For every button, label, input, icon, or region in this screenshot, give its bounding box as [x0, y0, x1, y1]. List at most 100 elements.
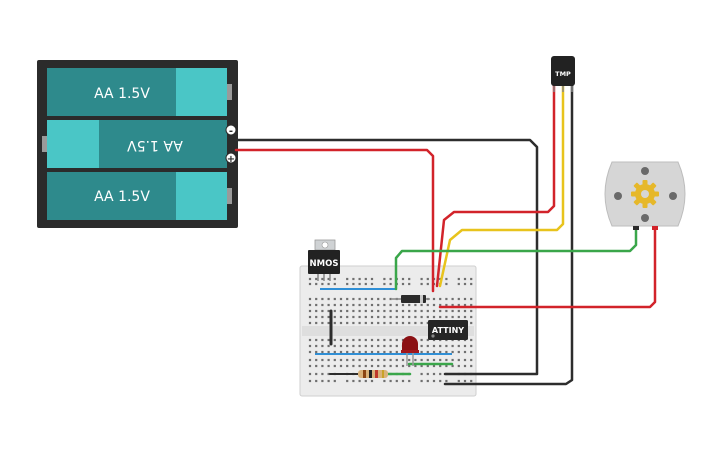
breadboard-hole[interactable]	[463, 364, 467, 368]
breadboard-hole[interactable]	[445, 303, 448, 307]
breadboard-hole[interactable]	[352, 315, 355, 319]
breadboard-hole[interactable]	[439, 315, 442, 319]
breadboard-hole[interactable]	[395, 358, 398, 362]
breadboard-hole[interactable]	[377, 350, 380, 354]
breadboard-hole[interactable]	[321, 277, 324, 281]
breadboard-hole[interactable]	[315, 364, 318, 368]
breadboard-hole[interactable]	[445, 364, 448, 368]
breadboard-hole[interactable]	[463, 315, 467, 319]
breadboard-hole[interactable]	[333, 358, 336, 362]
breadboard-hole[interactable]	[457, 379, 460, 383]
breadboard-hole[interactable]	[377, 344, 380, 348]
breadboard-hole[interactable]	[327, 277, 330, 281]
breadboard-hole[interactable]	[364, 350, 367, 354]
breadboard-hole[interactable]	[352, 297, 355, 301]
breadboard-hole[interactable]	[333, 303, 336, 307]
breadboard-hole[interactable]	[364, 344, 367, 348]
breadboard-hole[interactable]	[463, 282, 467, 286]
breadboard-hole[interactable]	[308, 372, 312, 376]
breadboard-hole[interactable]	[420, 282, 423, 286]
breadboard-hole[interactable]	[470, 282, 473, 286]
breadboard-hole[interactable]	[426, 309, 429, 313]
breadboard-hole[interactable]	[321, 344, 324, 348]
breadboard-hole[interactable]	[358, 338, 361, 342]
breadboard-hole[interactable]	[451, 303, 454, 307]
breadboard-hole[interactable]	[377, 309, 380, 313]
battery-terminal-minus[interactable]: -	[225, 124, 237, 137]
breadboard-hole[interactable]	[339, 309, 343, 313]
breadboard-hole[interactable]	[308, 338, 312, 342]
breadboard-hole[interactable]	[364, 379, 367, 383]
breadboard-hole[interactable]	[395, 315, 398, 319]
breadboard-hole[interactable]	[408, 315, 411, 319]
breadboard-hole[interactable]	[395, 303, 398, 307]
breadboard-hole[interactable]	[408, 321, 411, 325]
breadboard-hole[interactable]	[377, 364, 380, 368]
diode[interactable]	[392, 295, 430, 303]
breadboard-hole[interactable]	[383, 344, 386, 348]
breadboard-hole[interactable]	[439, 303, 442, 307]
breadboard-hole[interactable]	[470, 364, 473, 368]
breadboard-hole[interactable]	[463, 277, 467, 281]
breadboard-hole[interactable]	[451, 344, 454, 348]
breadboard-hole[interactable]	[383, 282, 386, 286]
breadboard-hole[interactable]	[445, 315, 448, 319]
breadboard-hole[interactable]	[389, 315, 392, 319]
breadboard-hole[interactable]	[457, 309, 460, 313]
breadboard-hole[interactable]	[339, 297, 343, 301]
breadboard-hole[interactable]	[420, 277, 423, 281]
breadboard-hole[interactable]	[470, 297, 473, 301]
breadboard-hole[interactable]	[389, 338, 392, 342]
breadboard-hole[interactable]	[358, 364, 361, 368]
breadboard-hole[interactable]	[333, 364, 336, 368]
breadboard-hole[interactable]	[445, 309, 448, 313]
breadboard-hole[interactable]	[432, 344, 436, 348]
breadboard-hole[interactable]	[370, 338, 374, 342]
breadboard-hole[interactable]	[463, 297, 467, 301]
breadboard-hole[interactable]	[426, 372, 429, 376]
breadboard-hole[interactable]	[346, 358, 349, 362]
breadboard-hole[interactable]	[408, 364, 411, 368]
breadboard-hole[interactable]	[358, 309, 361, 313]
breadboard-hole[interactable]	[426, 321, 429, 325]
breadboard-hole[interactable]	[439, 350, 442, 354]
breadboard-hole[interactable]	[408, 309, 411, 313]
breadboard-hole[interactable]	[432, 309, 436, 313]
breadboard-hole[interactable]	[383, 338, 386, 342]
breadboard-hole[interactable]	[370, 315, 374, 319]
breadboard-hole[interactable]	[463, 309, 467, 313]
breadboard-hole[interactable]	[395, 364, 398, 368]
breadboard-hole[interactable]	[358, 358, 361, 362]
red-led[interactable]	[401, 336, 419, 366]
breadboard-hole[interactable]	[321, 350, 324, 354]
dc-motor[interactable]	[604, 161, 686, 230]
breadboard-hole[interactable]	[439, 379, 442, 383]
breadboard-hole[interactable]	[408, 303, 411, 307]
breadboard-hole[interactable]	[420, 309, 423, 313]
breadboard-hole[interactable]	[364, 338, 367, 342]
breadboard-hole[interactable]	[420, 364, 423, 368]
breadboard-hole[interactable]	[364, 309, 367, 313]
breadboard-hole[interactable]	[358, 344, 361, 348]
breadboard-hole[interactable]	[308, 350, 312, 354]
breadboard-hole[interactable]	[470, 338, 473, 342]
breadboard-hole[interactable]	[420, 358, 423, 362]
temperature-sensor[interactable]: TMP	[551, 56, 575, 92]
breadboard-hole[interactable]	[395, 309, 398, 313]
nmos-transistor[interactable]: NMOS	[308, 239, 340, 281]
breadboard-hole[interactable]	[414, 364, 417, 368]
wire-sensor-ground[interactable]	[443, 84, 574, 386]
breadboard-hole[interactable]	[370, 379, 374, 383]
breadboard-hole[interactable]	[315, 315, 318, 319]
breadboard-hole[interactable]	[346, 364, 349, 368]
breadboard-hole[interactable]	[346, 321, 349, 325]
breadboard-hole[interactable]	[451, 358, 454, 362]
breadboard-hole[interactable]	[346, 315, 349, 319]
breadboard-hole[interactable]	[308, 379, 312, 383]
breadboard-hole[interactable]	[426, 277, 429, 281]
breadboard-hole[interactable]	[308, 282, 312, 286]
breadboard-hole[interactable]	[377, 315, 380, 319]
breadboard-hole[interactable]	[383, 358, 386, 362]
breadboard-hole[interactable]	[327, 282, 330, 286]
breadboard-hole[interactable]	[470, 350, 473, 354]
